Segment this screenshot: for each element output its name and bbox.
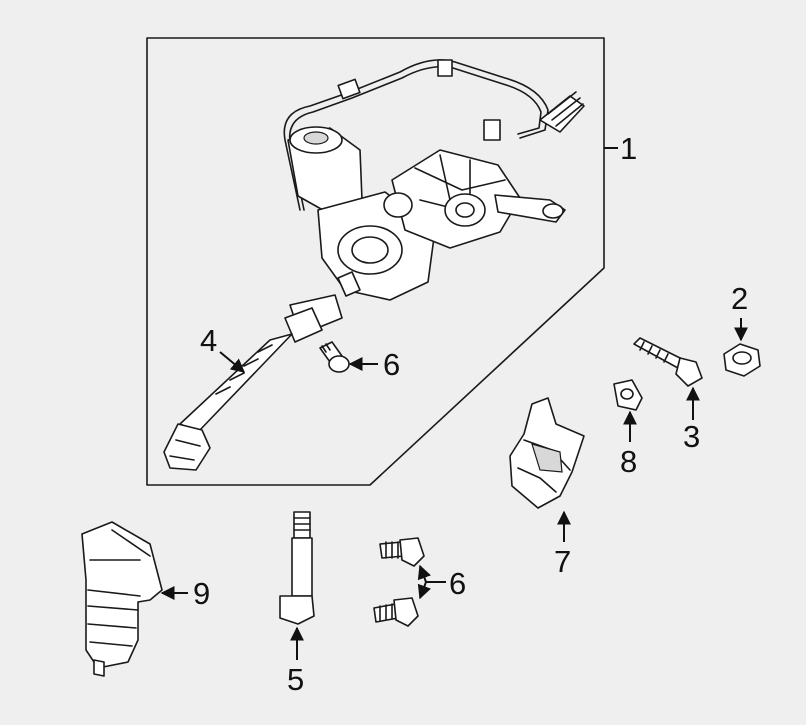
lower-shaft [279,511,315,625]
callout-4: 4 [200,323,217,358]
intermediate-shaft [163,294,343,471]
column-bracket [509,397,585,509]
callout-3: 3 [683,419,700,454]
steering-column-assembly [283,59,585,301]
callout-8: 8 [620,444,637,479]
assembly-boundary [146,37,605,486]
callout-9: 9 [193,576,210,611]
leader-6-lower [417,564,446,583]
leader-6-lower-b [417,581,431,600]
callout-7: 7 [554,544,571,579]
callout-1: 1 [620,131,637,166]
leader-4 [219,351,246,373]
steering-shaft-boot [81,521,163,677]
callout-6-lower: 6 [449,566,466,601]
nut [723,343,761,377]
bolts-lower [373,537,425,627]
callout-2: 2 [731,281,748,316]
callout-5: 5 [287,662,304,697]
bolt-upper [319,341,350,373]
callout-6-upper: 6 [383,347,400,382]
long-bolt [633,337,703,387]
clip [613,379,643,411]
